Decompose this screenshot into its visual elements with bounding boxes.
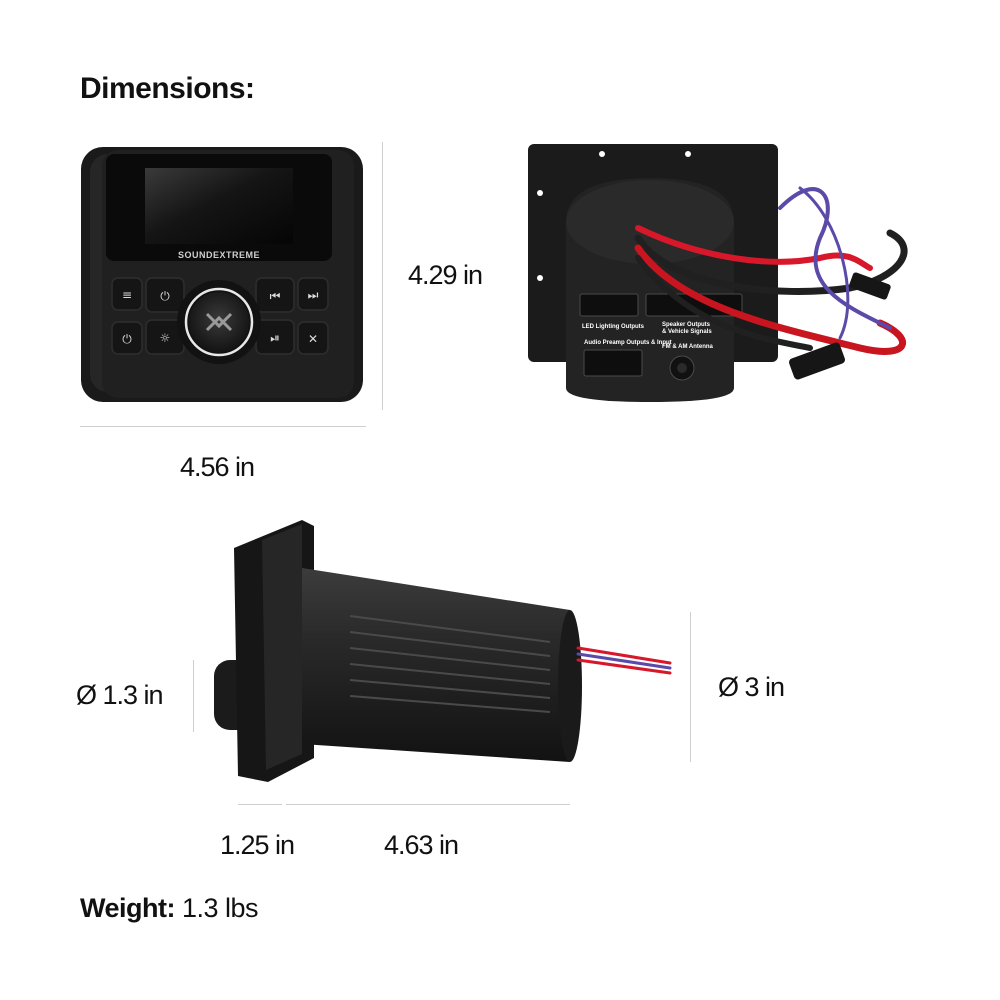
- rear-label-speaker-1: Speaker Outputs: [662, 322, 711, 328]
- rear-label-antenna: FM & AM Antenna: [662, 344, 714, 350]
- previous-icon: ⏮: [270, 289, 281, 303]
- weight-line: Weight: 1.3 lbs: [80, 893, 259, 924]
- dimensions-heading: Dimensions:: [80, 72, 255, 105]
- front-depth-line: [238, 804, 282, 805]
- brightness-icon: ☼: [160, 331, 171, 345]
- knob-diameter-line: [193, 660, 194, 732]
- source-icon: ⏻: [160, 289, 170, 303]
- play-pause-icon: ⏯: [270, 331, 280, 345]
- power-icon: ⏻: [122, 332, 132, 346]
- brand-logo: SOUNDEXTREME: [178, 250, 260, 260]
- body-diameter-line: [690, 612, 691, 762]
- width-dimension-line: [80, 426, 366, 427]
- next-icon: ⏭: [308, 288, 319, 302]
- rear-label-audio: Audio Preamp Outputs & Input: [584, 340, 672, 346]
- width-label: 4.56 in: [180, 452, 255, 482]
- side-view-image: [214, 520, 672, 782]
- height-dimension-line: [382, 142, 383, 410]
- front-view-image: SOUNDEXTREME ≡ ⏻ ⏮ ⏭ ⏻ ☼ ⏯ ✕: [81, 147, 363, 402]
- rear-label-led: LED Lighting Outputs: [582, 324, 645, 330]
- menu-icon: ≡: [122, 288, 132, 302]
- volume-knob: [189, 292, 249, 352]
- front-depth-label: 1.25 in: [220, 830, 295, 860]
- weight-label: Weight:: [80, 893, 175, 923]
- body-depth-label: 4.63 in: [384, 830, 459, 860]
- weight-value: 1.3 lbs: [182, 893, 259, 923]
- height-label: 4.29 in: [408, 260, 483, 290]
- mute-icon: ✕: [308, 332, 318, 346]
- body-diameter-label: Ø 3 in: [718, 672, 785, 702]
- body-depth-line: [286, 804, 570, 805]
- rear-label-speaker-2: & Vehicle Signals: [662, 329, 712, 335]
- rear-view-image: LED Lighting Outputs Speaker Outputs & V…: [528, 144, 908, 402]
- knob-diameter-label: Ø 1.3 in: [76, 680, 164, 710]
